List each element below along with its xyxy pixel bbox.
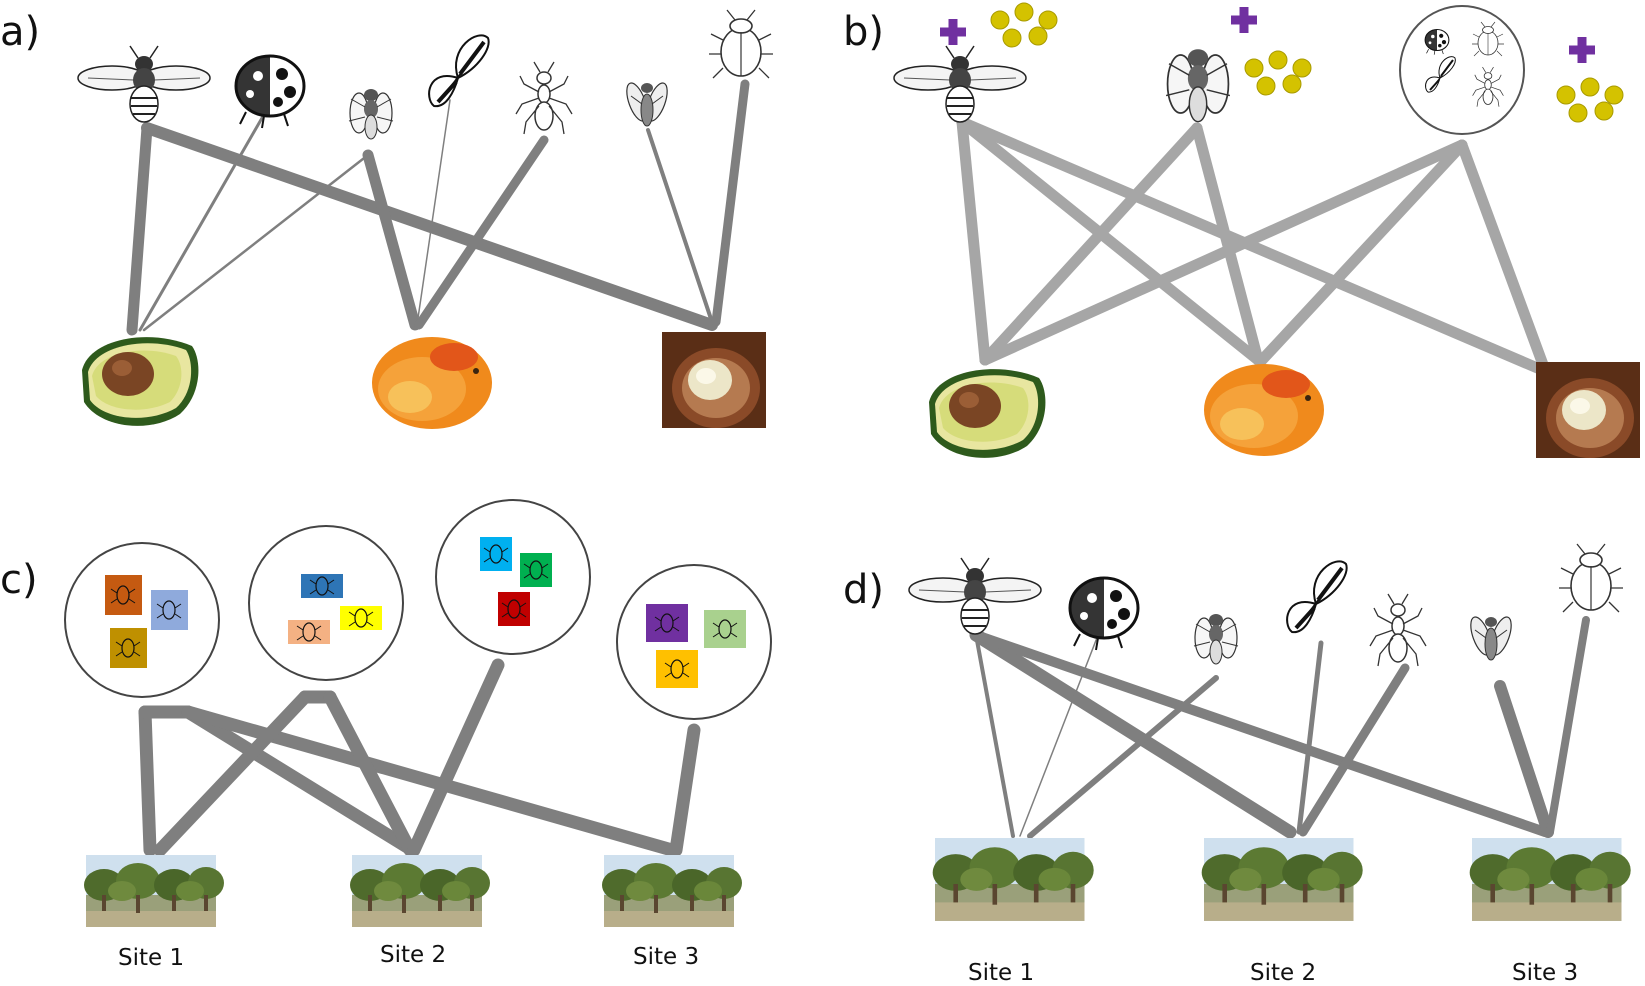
panel-d xyxy=(908,543,1631,921)
link xyxy=(711,79,750,327)
link xyxy=(141,122,718,331)
panel-a xyxy=(77,9,774,429)
plus-icon xyxy=(1231,7,1257,33)
link xyxy=(669,723,701,857)
ant-icon xyxy=(1369,593,1427,667)
link xyxy=(1256,139,1468,366)
resources-icon xyxy=(1556,77,1624,123)
orchard-site-1-image xyxy=(84,855,224,927)
link xyxy=(407,658,505,857)
panel-a-links xyxy=(126,79,750,336)
link xyxy=(969,628,1297,839)
link xyxy=(979,122,1203,366)
fly-icon xyxy=(1193,613,1239,665)
butterfly-icon xyxy=(1285,559,1349,635)
link xyxy=(971,630,1550,837)
resources-icon xyxy=(1244,50,1312,96)
panel-b xyxy=(893,2,1640,458)
insect-community-icon xyxy=(435,499,591,655)
link xyxy=(956,116,1264,366)
link xyxy=(974,633,1015,838)
macadamia-icon xyxy=(662,332,766,428)
resources-icon xyxy=(990,2,1058,48)
mango-icon xyxy=(372,337,492,429)
panel-b-label: b) xyxy=(843,9,884,55)
bee-icon xyxy=(908,557,1042,635)
link xyxy=(138,116,264,332)
insect-community-icon xyxy=(616,564,772,720)
site-label: Site 3 xyxy=(1512,960,1579,986)
link xyxy=(1027,675,1219,839)
link xyxy=(956,116,991,366)
link xyxy=(956,116,1548,376)
avocado-icon xyxy=(82,337,199,426)
fly-icon xyxy=(348,88,394,140)
panel-c-links xyxy=(138,658,701,857)
panel-d-links xyxy=(969,616,1590,839)
ant-icon xyxy=(515,61,573,135)
orchard-site-3-image xyxy=(602,855,742,927)
site-label: Site 1 xyxy=(118,945,185,971)
link xyxy=(323,690,417,857)
link xyxy=(142,153,370,332)
site-label: Site 3 xyxy=(633,944,700,970)
link xyxy=(1494,680,1554,838)
link xyxy=(1546,616,1590,836)
fly-icon xyxy=(1165,48,1231,123)
link xyxy=(181,705,419,857)
ladybird-icon xyxy=(1068,576,1140,652)
link xyxy=(1019,629,1101,837)
link xyxy=(1191,122,1264,366)
site-label: Site 1 xyxy=(968,960,1035,986)
butterfly-icon xyxy=(427,33,491,109)
hoverfly-icon xyxy=(622,79,672,127)
hoverfly-icon xyxy=(1466,613,1516,661)
link xyxy=(362,149,421,331)
link xyxy=(1298,663,1410,837)
orchard-site-1-image xyxy=(932,838,1094,921)
insect-group-icon xyxy=(1399,5,1525,135)
beetle-icon xyxy=(708,9,774,79)
insect-community-icon xyxy=(64,542,220,698)
link xyxy=(1296,640,1324,835)
link xyxy=(138,705,157,857)
link xyxy=(416,99,451,326)
panel-c xyxy=(64,499,772,927)
plus-icon xyxy=(940,19,966,45)
macadamia-icon xyxy=(1536,362,1640,458)
avocado-icon xyxy=(929,369,1046,458)
panel-c-label: c) xyxy=(0,557,38,603)
bee-icon xyxy=(77,45,211,123)
plus-icon xyxy=(1569,37,1595,63)
link xyxy=(414,135,549,330)
ladybird-icon xyxy=(234,54,306,130)
insect-community-icon xyxy=(248,525,404,681)
bee-icon xyxy=(893,45,1027,123)
panel-d-label: d) xyxy=(843,567,884,613)
panel-b-links xyxy=(956,116,1551,376)
link xyxy=(126,122,153,336)
link xyxy=(979,139,1468,366)
orchard-site-2-image xyxy=(1201,838,1363,921)
orchard-site-3-image xyxy=(1469,838,1631,921)
site-label: Site 2 xyxy=(380,942,447,968)
beetle-icon xyxy=(1558,543,1624,613)
panel-a-label: a) xyxy=(0,9,41,55)
link xyxy=(1456,139,1551,376)
mango-icon xyxy=(1204,364,1324,456)
orchard-site-2-image xyxy=(350,855,490,927)
link xyxy=(153,690,312,857)
link xyxy=(646,128,714,324)
site-label: Site 2 xyxy=(1250,960,1317,986)
